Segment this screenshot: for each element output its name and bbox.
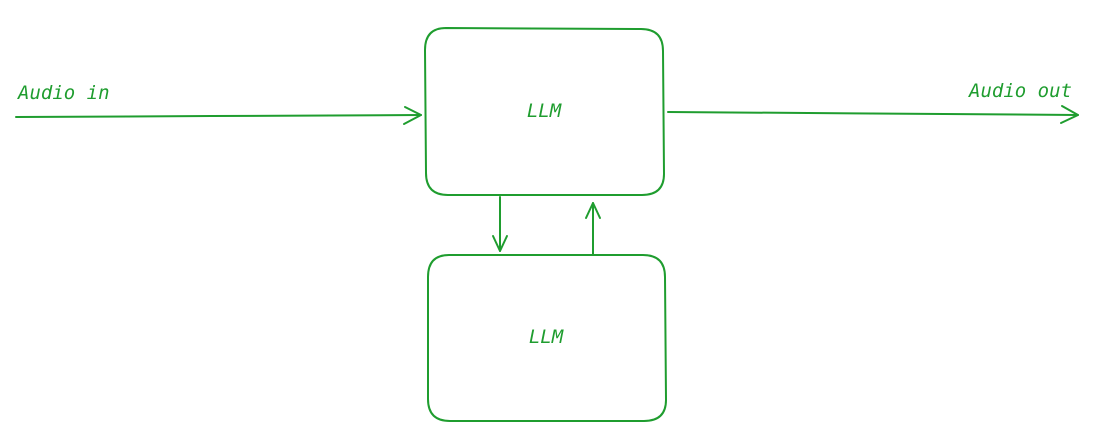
down-arrow [492, 196, 508, 252]
bottom-llm-label: LLM [529, 326, 564, 348]
audio-in-label: Audio in [17, 82, 110, 104]
up-arrow [585, 202, 601, 255]
bottom-llm-node: LLM [427, 254, 667, 422]
bottom-llm-box [427, 254, 667, 422]
top-llm-label: LLM [527, 100, 562, 122]
top-llm-box [424, 27, 665, 196]
audio-in-arrow [15, 106, 422, 125]
audio-out-arrow [667, 105, 1079, 124]
top-llm-node: LLM [424, 27, 665, 196]
audio-out-label: Audio out [968, 80, 1072, 102]
